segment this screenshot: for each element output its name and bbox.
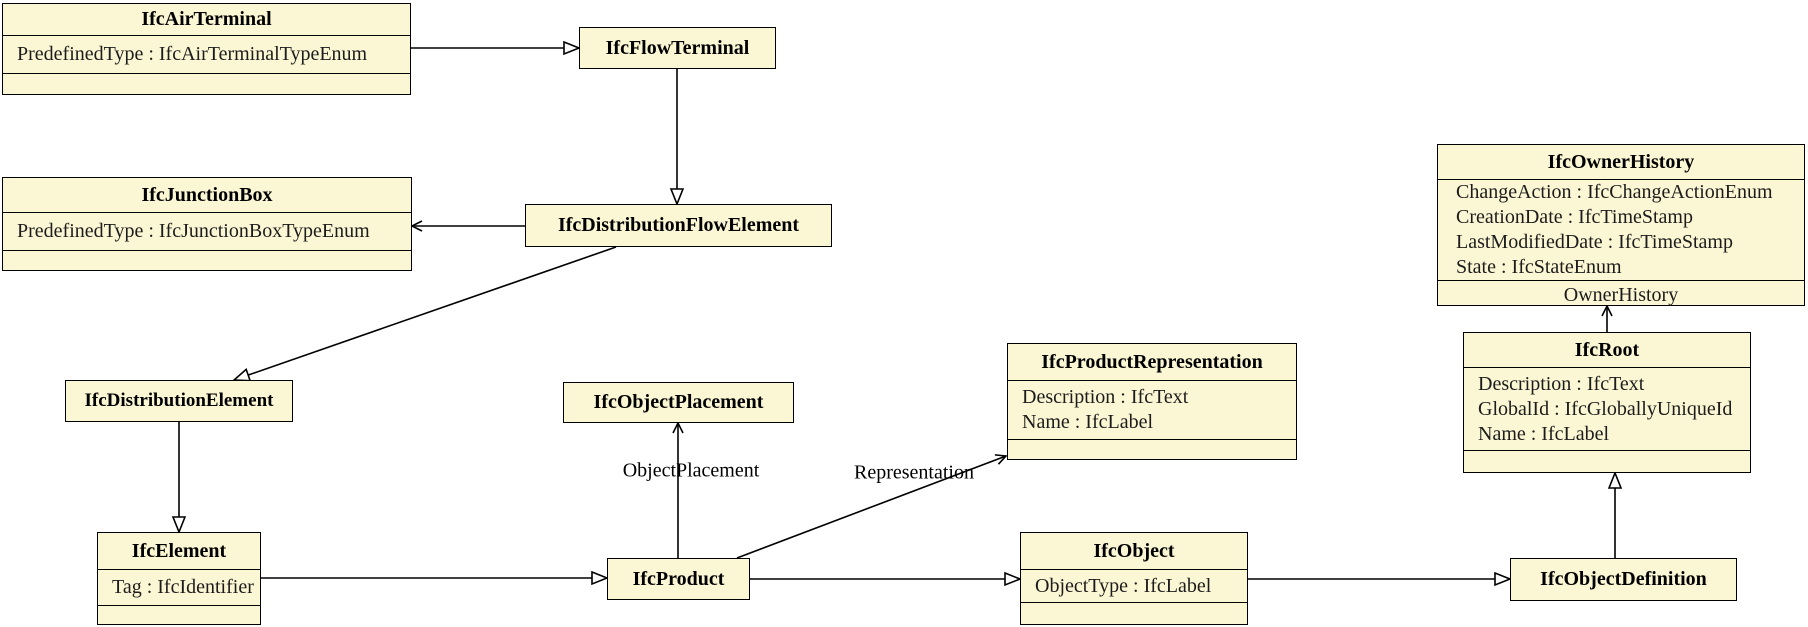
class-box-ifcobject: IfcObject ObjectType : IfcLabel	[1020, 532, 1248, 625]
class-title: IfcJunctionBox	[141, 183, 273, 206]
class-box-ifcairterminal: IfcAirTerminal PredefinedType : IfcAirTe…	[2, 3, 411, 95]
class-box-ifcproductrepresentation: IfcProductRepresentation Description : I…	[1007, 343, 1297, 460]
class-title: IfcElement	[131, 539, 227, 562]
association-label-objectplacement: ObjectPlacement	[622, 459, 760, 482]
class-attribute: PredefinedType : IfcAirTerminalTypeEnum	[17, 43, 368, 65]
class-attribute: ObjectType : IfcLabel	[1035, 574, 1212, 597]
class-attribute: LastModifiedDate : IfcTimeStamp	[1456, 231, 1733, 253]
class-title: IfcDistributionFlowElement	[557, 214, 800, 236]
class-attribute: Tag : IfcIdentifier	[112, 576, 254, 598]
class-empty-compartment	[1021, 602, 1247, 624]
class-empty-compartment	[1464, 450, 1750, 472]
class-attribute: GlobalId : IfcGloballyUniqueId	[1478, 397, 1733, 420]
class-box-ifcdistributionflowelement: IfcDistributionFlowElement	[525, 204, 832, 247]
class-attribute: ChangeAction : IfcChangeActionEnum	[1456, 181, 1773, 203]
class-attributes: ObjectType : IfcLabel	[1021, 569, 1247, 602]
class-attribute: State : IfcStateEnum	[1456, 256, 1622, 278]
class-box-ifcflowterminal: IfcFlowTerminal	[579, 27, 776, 69]
class-box-ifcobjectdefinition: IfcObjectDefinition	[1510, 558, 1737, 601]
class-attributes: ChangeAction : IfcChangeActionEnum Creat…	[1438, 179, 1804, 280]
class-attribute: PredefinedType : IfcJunctionBoxTypeEnum	[17, 220, 370, 242]
class-box-ifcownerhistory: IfcOwnerHistory ChangeAction : IfcChange…	[1437, 144, 1805, 306]
class-attributes: Description : IfcText Name : IfcLabel	[1008, 380, 1296, 439]
class-empty-compartment	[3, 73, 410, 94]
class-attributes: Description : IfcText GlobalId : IfcGlob…	[1464, 367, 1750, 450]
class-attribute: CreationDate : IfcTimeStamp	[1456, 206, 1693, 228]
class-attributes: Tag : IfcIdentifier	[98, 569, 260, 605]
class-box-ifcelement: IfcElement Tag : IfcIdentifier	[97, 532, 261, 625]
class-box-ifcproduct: IfcProduct	[607, 558, 750, 600]
class-attribute: Description : IfcText	[1022, 386, 1189, 408]
class-title: IfcDistributionElement	[84, 390, 274, 411]
edge-generalization-distributionflowelement-distributionelement	[234, 246, 617, 380]
class-empty-compartment	[98, 605, 260, 624]
class-title: IfcFlowTerminal	[605, 36, 750, 59]
class-title: IfcProductRepresentation	[1041, 350, 1263, 373]
class-title: IfcProduct	[632, 567, 725, 590]
class-title: IfcObjectDefinition	[1540, 568, 1707, 590]
class-empty-compartment	[3, 250, 411, 270]
class-attribute: Name : IfcLabel	[1022, 411, 1154, 433]
class-attributes: PredefinedType : IfcAirTerminalTypeEnum	[3, 35, 410, 73]
class-title: IfcOwnerHistory	[1547, 150, 1695, 173]
class-box-ifcjunctionbox: IfcJunctionBox PredefinedType : IfcJunct…	[2, 177, 412, 271]
class-attributes: PredefinedType : IfcJunctionBoxTypeEnum	[3, 212, 411, 250]
class-title: IfcRoot	[1574, 338, 1640, 361]
class-box-ifcobjectplacement: IfcObjectPlacement	[563, 382, 794, 423]
association-label-ownerhistory: OwnerHistory	[1438, 280, 1804, 309]
edge-association-product-productrepresentation	[736, 454, 1008, 559]
association-label-representation: Representation	[854, 461, 974, 484]
class-attribute: Name : IfcLabel	[1478, 422, 1610, 445]
class-title: IfcObject	[1093, 539, 1175, 562]
class-box-ifcroot: IfcRoot Description : IfcText GlobalId :…	[1463, 332, 1751, 473]
class-title: IfcAirTerminal	[141, 8, 272, 30]
class-title: IfcObjectPlacement	[593, 391, 764, 413]
class-box-ifcdistributionelement: IfcDistributionElement	[65, 380, 293, 422]
class-empty-compartment	[1008, 439, 1296, 459]
class-attribute: Description : IfcText	[1478, 372, 1645, 395]
